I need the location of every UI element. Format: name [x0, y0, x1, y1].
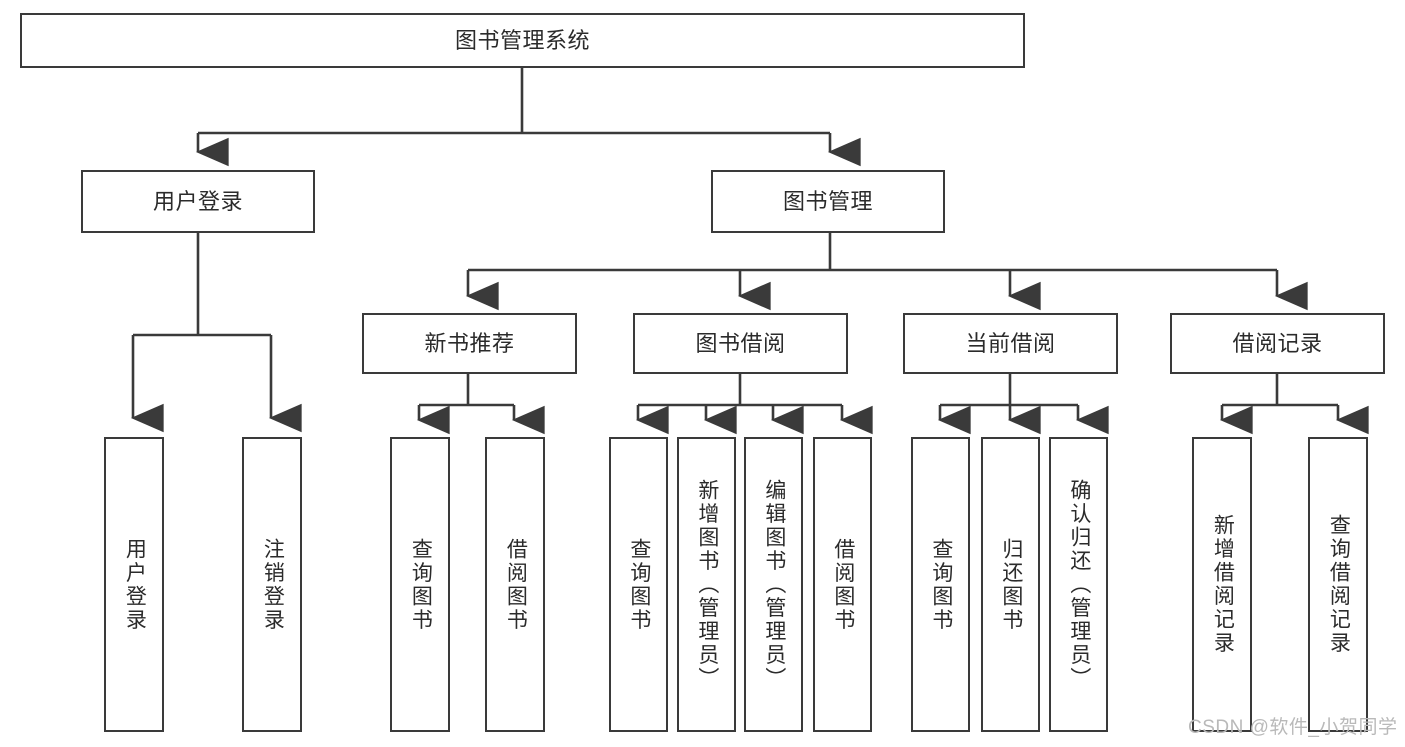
leaf-current-return-book[interactable]: 归还图书: [981, 437, 1040, 732]
node-book-management[interactable]: 图书管理: [711, 170, 945, 233]
leaf-current-query-book[interactable]: 查询图书: [911, 437, 970, 732]
leaf-record-add-record-label: 新增借阅记录: [1211, 514, 1235, 655]
node-user-login-label: 用户登录: [152, 188, 243, 214]
node-new-book-recommend[interactable]: 新书推荐: [362, 313, 577, 374]
node-borrow-record[interactable]: 借阅记录: [1170, 313, 1385, 374]
node-book-borrow-label: 图书借阅: [695, 330, 786, 356]
node-book-borrow[interactable]: 图书借阅: [633, 313, 848, 374]
leaf-borrow-add-book-admin-label: 新增图书（管理员）: [695, 478, 719, 691]
node-root[interactable]: 图书管理系统: [20, 13, 1025, 68]
node-new-book-recommend-label: 新书推荐: [424, 330, 515, 356]
leaf-current-query-book-label: 查询图书: [929, 537, 953, 632]
leaf-borrow-edit-book-admin[interactable]: 编辑图书（管理员）: [744, 437, 803, 732]
leaf-newbook-borrow-book[interactable]: 借阅图书: [485, 437, 545, 732]
leaf-user-login-label: 用户登录: [123, 537, 147, 632]
leaf-newbook-borrow-book-label: 借阅图书: [504, 537, 528, 632]
leaf-user-login[interactable]: 用户登录: [104, 437, 164, 732]
leaf-borrow-add-book-admin[interactable]: 新增图书（管理员）: [677, 437, 736, 732]
leaf-current-confirm-return-admin[interactable]: 确认归还（管理员）: [1049, 437, 1108, 732]
leaf-record-query-record[interactable]: 查询借阅记录: [1308, 437, 1368, 732]
leaf-logout-label: 注销登录: [261, 537, 285, 632]
node-current-borrow-label: 当前借阅: [965, 330, 1056, 356]
leaf-borrow-edit-book-admin-label: 编辑图书（管理员）: [762, 478, 786, 691]
node-user-login[interactable]: 用户登录: [81, 170, 315, 233]
node-current-borrow[interactable]: 当前借阅: [903, 313, 1118, 374]
leaf-logout[interactable]: 注销登录: [242, 437, 302, 732]
leaf-current-confirm-return-admin-label: 确认归还（管理员）: [1067, 478, 1091, 691]
leaf-record-query-record-label: 查询借阅记录: [1327, 514, 1351, 655]
node-borrow-record-label: 借阅记录: [1232, 330, 1323, 356]
leaf-newbook-query-book[interactable]: 查询图书: [390, 437, 450, 732]
node-root-label: 图书管理系统: [454, 27, 590, 53]
leaf-borrow-borrow-book[interactable]: 借阅图书: [813, 437, 872, 732]
node-book-management-label: 图书管理: [782, 188, 873, 214]
watermark: CSDN @软件_小贺同学: [1188, 717, 1398, 738]
leaf-borrow-borrow-book-label: 借阅图书: [831, 537, 855, 632]
leaf-newbook-query-book-label: 查询图书: [409, 537, 433, 632]
leaf-borrow-query-book[interactable]: 查询图书: [609, 437, 668, 732]
leaf-borrow-query-book-label: 查询图书: [627, 537, 651, 632]
leaf-current-return-book-label: 归还图书: [999, 537, 1023, 632]
leaf-record-add-record[interactable]: 新增借阅记录: [1192, 437, 1252, 732]
